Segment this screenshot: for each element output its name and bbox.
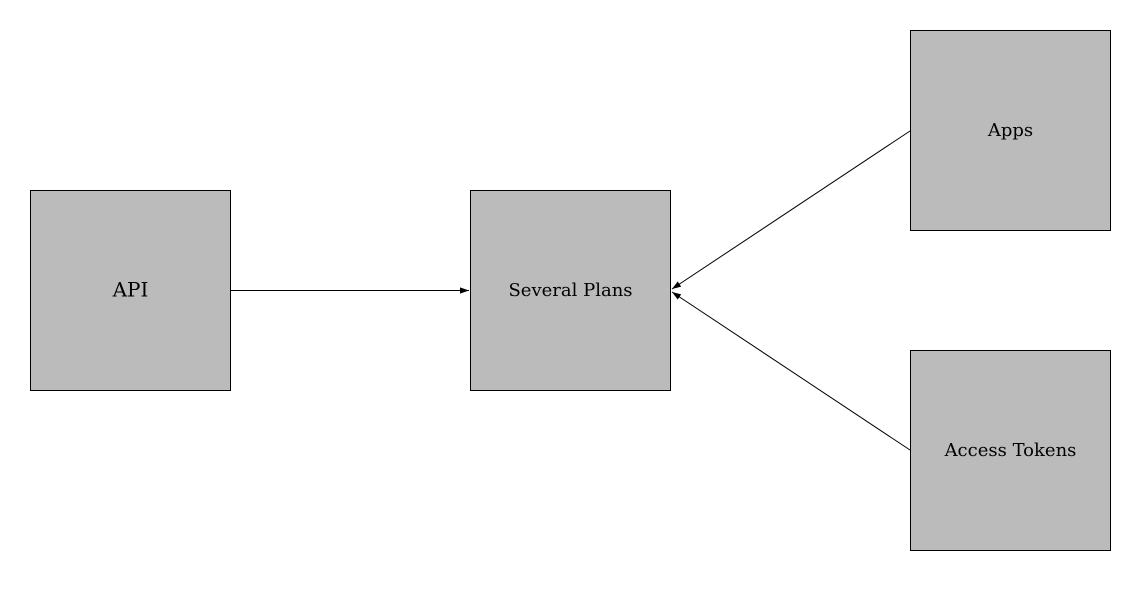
node-access-tokens-box — [910, 350, 1111, 551]
node-several-plans[interactable]: Several Plans — [470, 190, 671, 391]
node-access-tokens[interactable]: Access Tokens — [910, 350, 1111, 551]
node-apps[interactable]: Apps — [910, 30, 1111, 231]
edge-tokens-to-plans — [671, 291, 911, 451]
node-apps-label: Apps — [987, 120, 1033, 141]
node-several-plans-label: Several Plans — [508, 280, 632, 301]
edge-apps-to-plans — [671, 130, 911, 290]
node-apps-box — [910, 30, 1111, 231]
node-access-tokens-label: Access Tokens — [944, 440, 1077, 461]
node-several-plans-box — [470, 190, 671, 391]
node-api-box — [30, 190, 231, 391]
node-api-label: API — [112, 278, 149, 302]
node-api[interactable]: API — [30, 190, 231, 391]
